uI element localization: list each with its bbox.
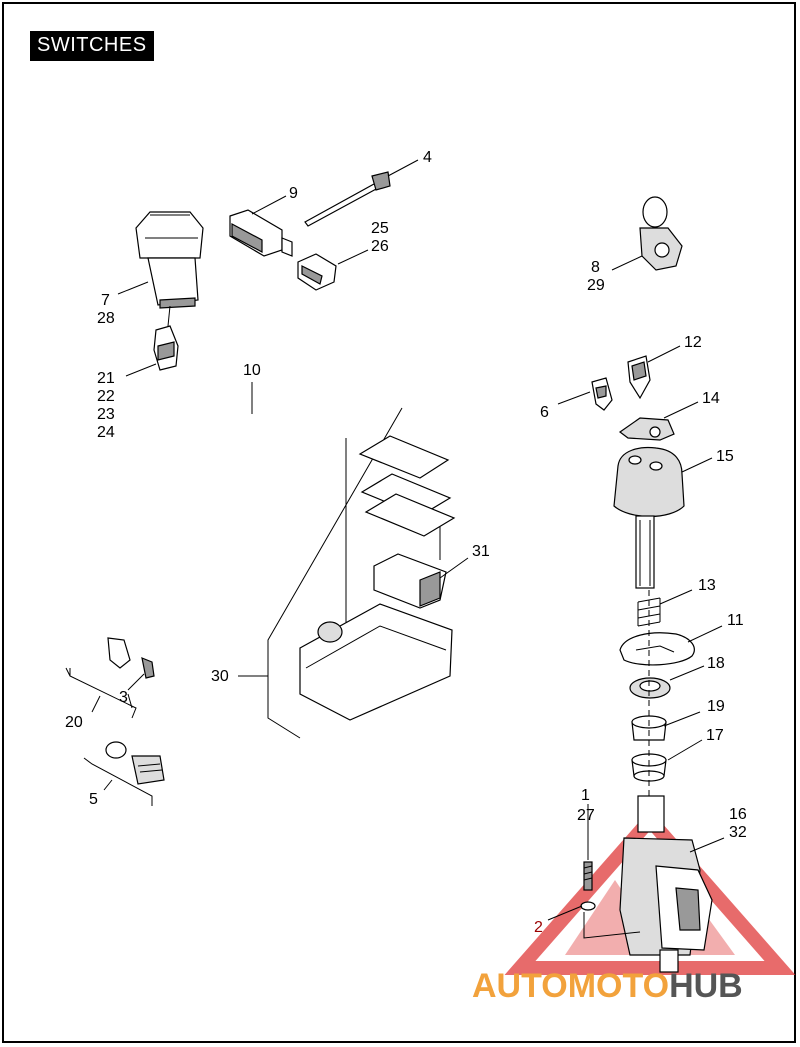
callout-16: 16 xyxy=(729,806,747,823)
part-indicator-bulb xyxy=(107,637,155,679)
part-key-fob xyxy=(639,196,683,271)
part-ring-nut xyxy=(629,677,671,699)
part-collar xyxy=(631,753,667,782)
watermark-text: AUTOMOTOHUB xyxy=(472,967,743,1005)
callout-5: 5 xyxy=(89,791,98,808)
section-title: SWITCHES xyxy=(30,31,154,61)
callout-12: 12 xyxy=(684,334,702,351)
leader-11 xyxy=(687,625,723,643)
callout-22: 22 xyxy=(97,388,115,405)
callout-27: 27 xyxy=(577,807,595,824)
part-battery-kit xyxy=(267,407,456,739)
callout-8: 8 xyxy=(591,259,600,276)
part-key xyxy=(627,355,651,400)
leader-16-32 xyxy=(689,837,725,853)
callout-4: 4 xyxy=(423,149,432,166)
part-switch-housing xyxy=(135,211,204,309)
callout-10: 10 xyxy=(243,362,261,379)
leader-13 xyxy=(659,589,693,605)
part-drain-plug xyxy=(131,755,165,785)
leader-7-28 xyxy=(117,281,149,295)
callout-26: 26 xyxy=(371,238,389,255)
part-key-blank xyxy=(591,377,613,411)
part-screw xyxy=(583,861,593,891)
callout-20: 20 xyxy=(65,714,83,731)
watermark-triangle-outer xyxy=(504,809,796,975)
watermark-text-hub: HUB xyxy=(669,967,743,1005)
callout-11: 11 xyxy=(727,612,744,629)
callout-25: 25 xyxy=(371,220,389,237)
callout-21: 21 xyxy=(97,370,115,387)
part-mounting-plate xyxy=(619,632,695,666)
leader-20 xyxy=(91,695,101,713)
part-bushing xyxy=(631,715,667,741)
callout-9: 9 xyxy=(289,185,298,202)
callout-14: 14 xyxy=(702,390,720,407)
part-cable-tie xyxy=(304,171,391,227)
leader-21-24 xyxy=(125,363,157,377)
leader-31 xyxy=(439,557,469,579)
callout-1: 1 xyxy=(581,787,590,804)
leader-5 xyxy=(103,779,113,791)
leader-25-26 xyxy=(337,249,369,265)
callout-2: 2 xyxy=(534,919,543,936)
leader-9 xyxy=(251,195,287,215)
callout-6: 6 xyxy=(540,404,549,421)
callout-18: 18 xyxy=(707,655,725,672)
screw-leader-bracket xyxy=(583,912,641,939)
leader-4 xyxy=(387,159,419,177)
leader-3 xyxy=(127,673,145,691)
callout-23: 23 xyxy=(97,406,115,423)
leader-2 xyxy=(547,905,583,921)
leader-12 xyxy=(647,345,681,363)
callout-13: 13 xyxy=(698,577,716,594)
callout-29: 29 xyxy=(587,277,605,294)
leader-14 xyxy=(663,401,699,419)
leader-19 xyxy=(663,711,701,727)
watermark-text-auto: AUTOMOTO xyxy=(472,967,669,1005)
part-o-ring xyxy=(105,741,127,759)
callout-17: 17 xyxy=(706,727,724,744)
leader-17 xyxy=(667,739,703,761)
callout-30: 30 xyxy=(211,668,229,685)
callout-3: 3 xyxy=(119,689,128,706)
leader-8-29 xyxy=(611,255,643,271)
part-ignition-switch-body xyxy=(619,795,713,973)
leader-15 xyxy=(681,457,713,473)
part-plug-connector xyxy=(297,253,337,291)
callout-24: 24 xyxy=(97,424,115,441)
callout-32: 32 xyxy=(729,824,747,841)
plug-bracket xyxy=(83,757,153,806)
part-retainer-plate xyxy=(618,417,675,441)
callout-28: 28 xyxy=(97,310,115,327)
part-connector-block xyxy=(229,209,293,257)
bulb-bracket xyxy=(65,667,137,719)
callout-19: 19 xyxy=(707,698,725,715)
part-switch-knob xyxy=(613,446,685,589)
leader-6 xyxy=(557,391,591,405)
callout-7: 7 xyxy=(101,292,110,309)
callout-31: 31 xyxy=(472,543,490,560)
part-washer xyxy=(580,901,596,911)
leader-18 xyxy=(669,665,705,681)
part-wire-harness xyxy=(153,281,380,420)
callout-15: 15 xyxy=(716,448,734,465)
